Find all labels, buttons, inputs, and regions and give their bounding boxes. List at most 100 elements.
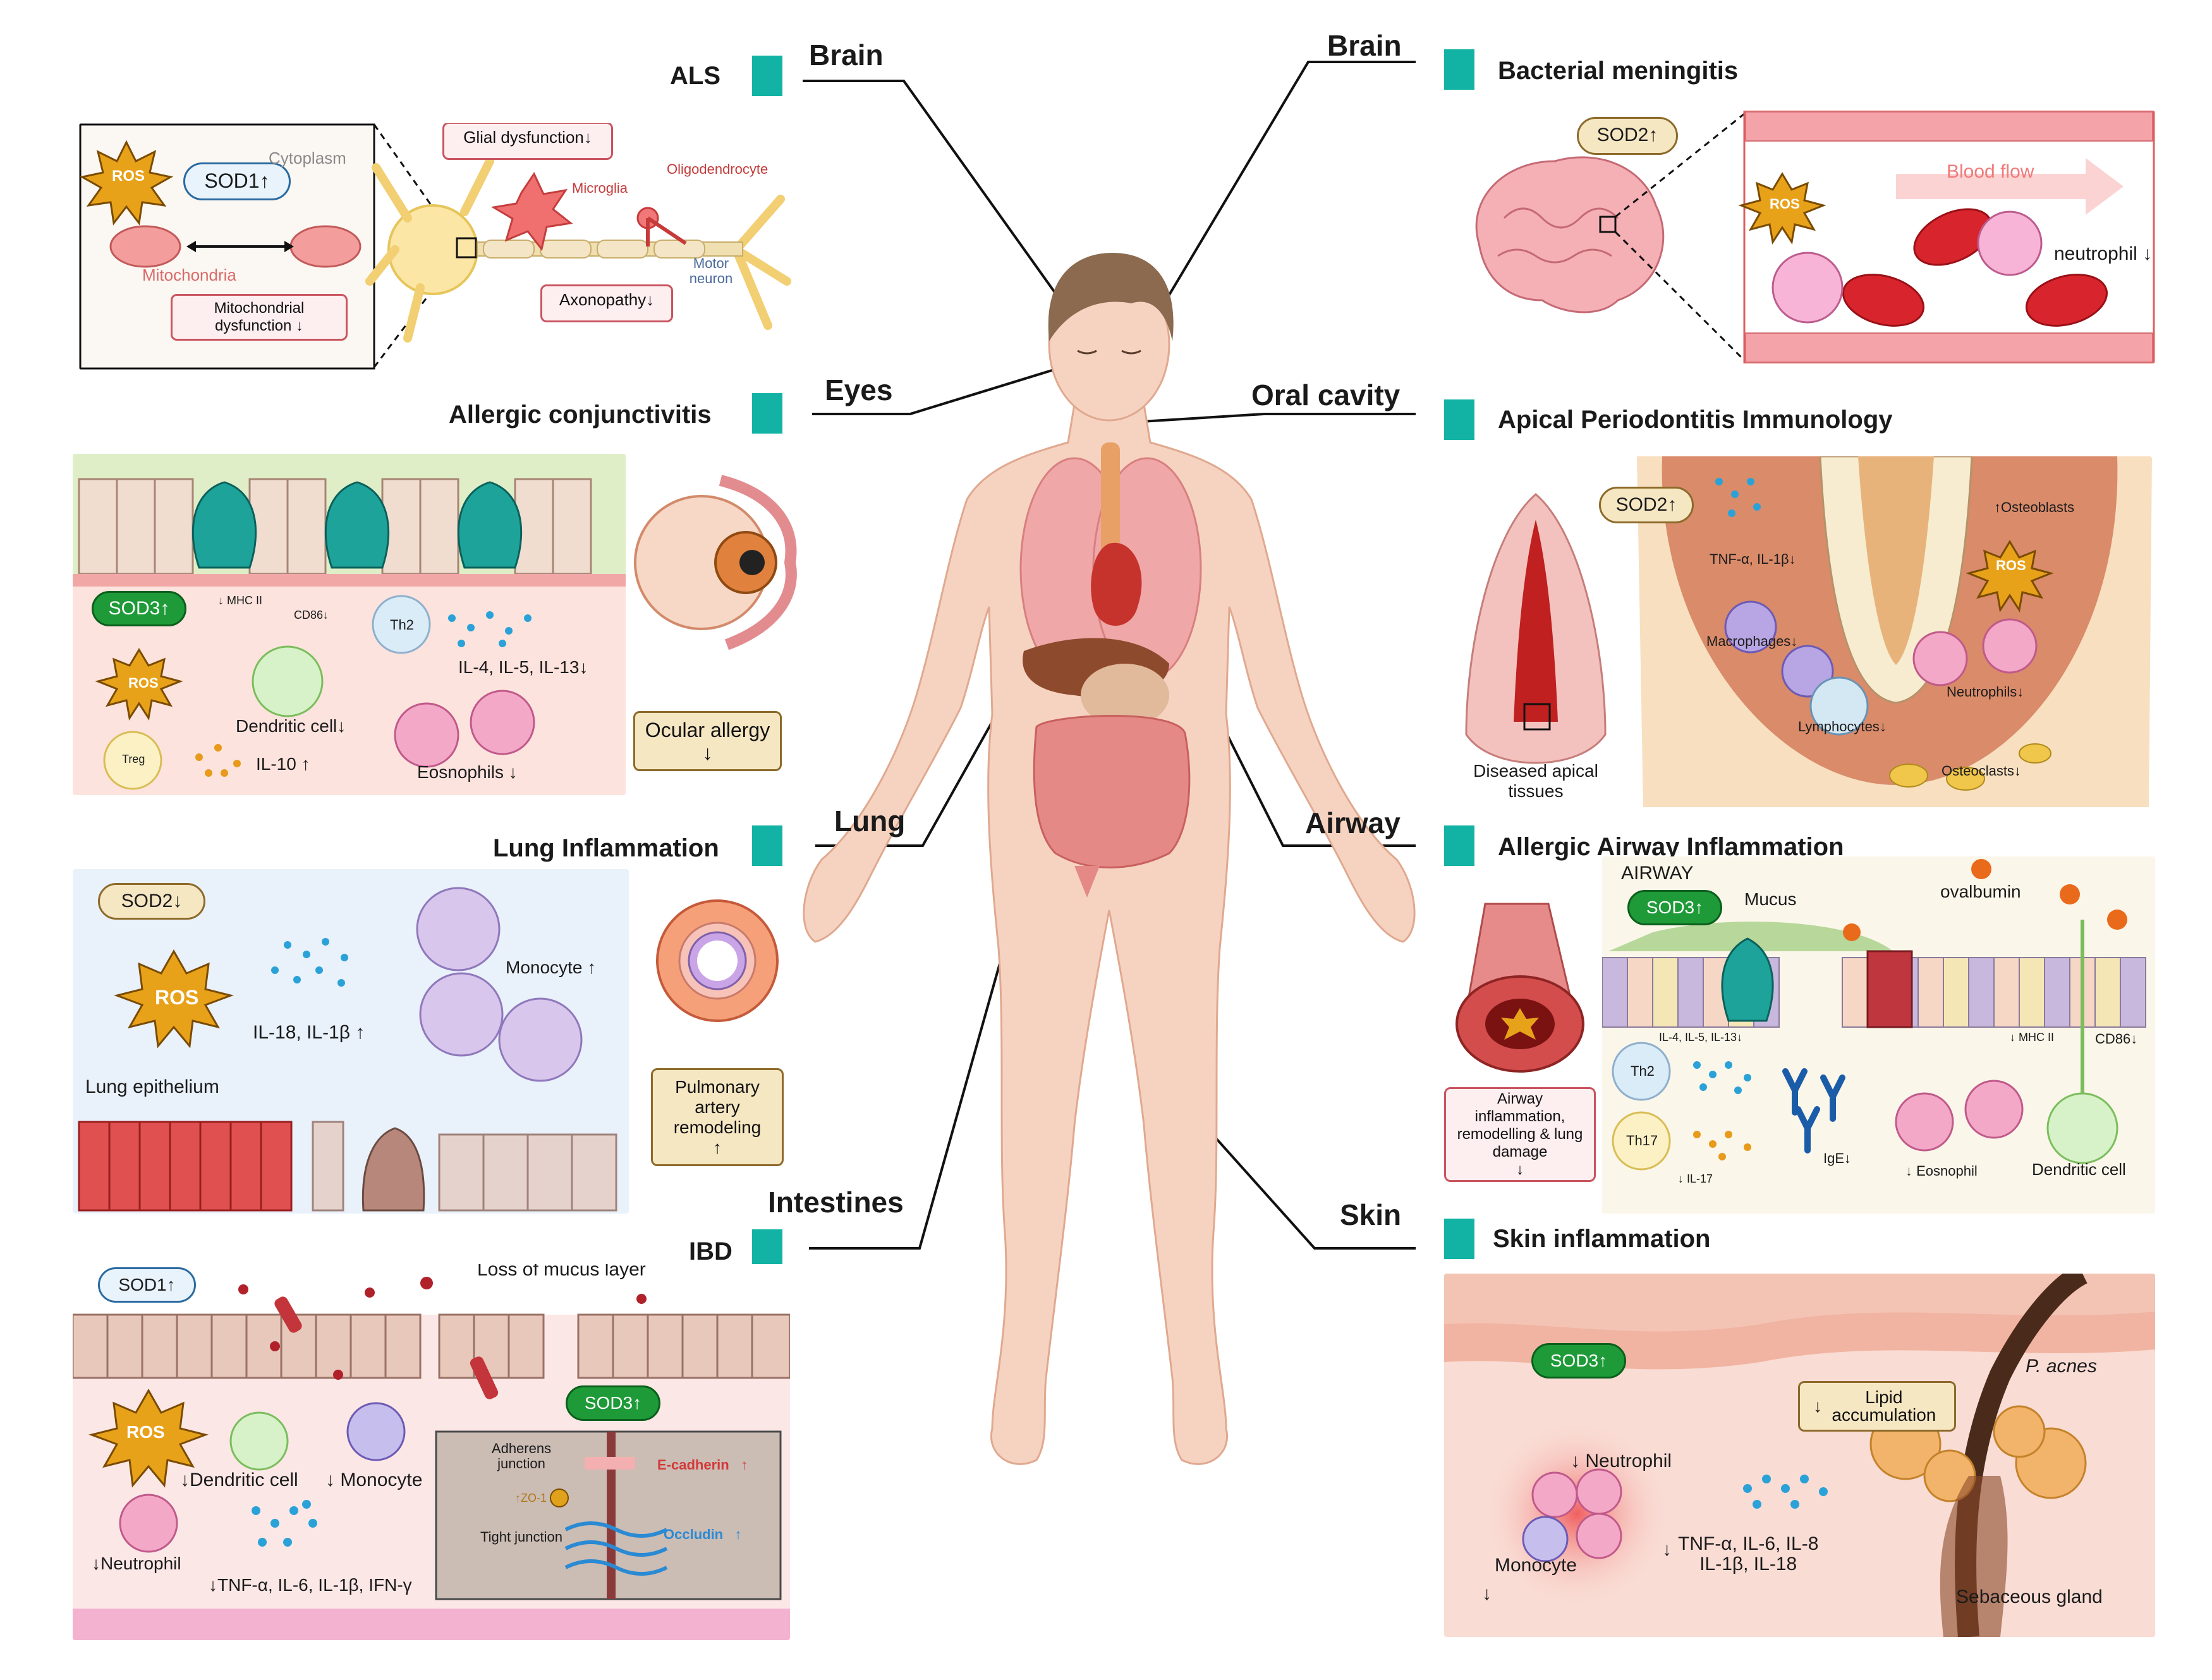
conj-dendritic: Dendritic cell↓ [236,716,346,736]
eye-illustration [634,475,797,650]
als-ros: ROS [112,167,145,185]
ibd-sod: SOD1 [118,1275,167,1294]
airway-sod: SOD3 [1646,898,1695,917]
conj-cd86: CD86↓ [294,609,329,622]
panel-airway: AIRWAY SOD3↑ Mucus ovalbumin IL-4, IL-5,… [1602,856,2155,1214]
lung-sod-pill: SOD2↓ [98,883,205,920]
line-skin [1177,1095,1416,1250]
meningitis-ros: ROS [1770,196,1800,212]
skin-neutrophil-text: Neutrophil [1585,1451,1672,1471]
ibd-sod-pill: SOD1↑ [98,1267,196,1303]
perio-diseased: Diseased apical tissues [1473,761,1598,801]
title-conjunctivitis: Allergic conjunctivitis [449,401,712,429]
airway-ige-text: IgE [1823,1150,1845,1166]
arrow-up: ↑ [1994,499,2001,515]
perio-sod: SOD2 [1615,494,1668,515]
airway-airway-label: AIRWAY [1621,863,1694,884]
title-airway-panel: Allergic Airway Inflammation [1498,833,1844,861]
conj-cytokines: IL-4, IL-5, IL-13↓ [458,657,588,678]
arrow-up: ↑ [734,1526,742,1542]
arrow-up: ↑ [1694,898,1704,917]
lung-cytokines-text: IL-18, IL-1β [253,1022,350,1043]
conj-sod: SOD3 [108,598,161,619]
ibd-sod3-pill: SOD3↑ [566,1385,660,1421]
als-sod-pill: SOD1↑ [183,162,291,200]
title-als: ALS [670,62,720,90]
airway-cytokines-text: IL-4, IL-5, IL-13 [1659,1031,1737,1044]
perio-osteoclasts-text: Osteoclasts [1942,763,2014,779]
marker-als [752,56,782,96]
ibd-cytokines: ↓TNF-α, IL-6, IL-1β, IFN-γ [209,1575,412,1595]
arrow-down: ↓ [1844,1150,1852,1166]
title-lung: Lung Inflammation [493,834,719,862]
arrow-up: ↑ [166,1275,176,1294]
arrow-down: ↓ [702,741,713,764]
airway-ovalbumin: ovalbumin [1940,882,2021,901]
conj-dendritic-text: Dendritic cell [236,716,337,736]
line-brain-right [1155,61,1416,317]
pulmonary-box: Pulmonary artery remodeling↑ [651,1068,784,1166]
marker-periodontitis [1444,399,1474,440]
line-brain-left [803,80,1066,308]
lung-ros: ROS [155,986,199,1009]
airway-cytokines: IL-4, IL-5, IL-13↓ [1659,1031,1742,1044]
panel-lung: SOD2↓ ROS IL-18, IL-1β ↑ Monocyte ↑ Lung… [73,869,629,1214]
skin-cyto-arrow: ↓ [1662,1539,1672,1560]
conj-eosinophils-text: Eosnophils [417,762,504,782]
pulmonary-text: Pulmonary artery remodeling [673,1076,762,1137]
title-periodontitis: Apical Periodontitis Immunology [1498,406,1893,434]
panel-meningitis: SOD2↑ ROS Blood flow neutrophil ↓ [1454,111,2155,363]
region-airway: Airway [1305,807,1401,839]
arrow-down: ↓ [92,1554,100,1573]
ibd-cytokines-text: TNF-α, IL-6, IL-1β, IFN-γ [217,1575,412,1595]
meningitis-neutrophil-text: neutrophil [2054,243,2137,264]
arrow-down: ↓ [1516,1161,1524,1178]
arrow-down: ↓ [2014,763,2021,779]
arrow-down: ↓ [173,891,183,911]
arrow-up: ↑ [1598,1351,1608,1370]
perio-macrophages: Macrophages↓ [1706,633,1797,650]
meningitis-neutrophil: neutrophil ↓ [2054,243,2152,265]
conj-il10: IL-10 ↑ [256,754,310,774]
ocular-allergy: Ocular allergy [645,718,770,741]
als-microglia: Microglia [572,180,628,196]
arrow-up: ↑ [633,1393,642,1413]
arrow-up: ↑ [587,958,597,977]
airway-th17: Th17 [1626,1133,1658,1148]
organs [1019,442,1202,898]
arrow-up: ↑ [355,1022,365,1043]
line-eyes [812,362,1075,415]
airway-th2: Th2 [1631,1063,1655,1079]
region-eyes: Eyes [825,374,893,406]
ibd-mucus-loss: Loss of mucus layer [477,1264,646,1280]
region-oral-cavity: Oral cavity [1251,379,1401,411]
skin-pacnes: P. acnes [2026,1356,2097,1377]
ibd-ecadherin-text: E-cadherin [657,1457,729,1473]
region-brain-left: Brain [809,39,884,71]
airway-eosinophil: ↓ Eosnophil [1905,1163,1978,1179]
airway-sod-pill: SOD3↑ [1627,890,1722,925]
title-ibd: IBD [689,1238,732,1265]
skin-lipid-box: ↓ Lipid accumulation [1798,1381,1956,1432]
ibd-occludin: Occludin ↑ [664,1526,741,1543]
lung-cytokines: IL-18, IL-1β ↑ [253,1022,365,1044]
arrow-up: ↑ [1667,494,1677,515]
arrow-down: ↓ [579,657,588,677]
ibd-dendritic: ↓Dendritic cell [180,1470,298,1491]
arrow-up: ↑ [259,169,270,192]
title-meningitis: Bacterial meningitis [1498,57,1739,85]
ibd-monocyte-text: Monocyte [340,1470,423,1490]
arrow-down: ↓ [646,290,655,309]
als-mitochondria: Mitochondria [142,265,236,284]
panel-periodontitis: SOD2↑ TNF-α, IL-1β↓ ↑Osteoblasts ROS Mac… [1454,456,2152,807]
perio-sod-pill: SOD2↑ [1599,487,1694,523]
ibd-occludin-text: Occludin [664,1526,724,1542]
panel-conjunctivitis: SOD3↑ ↓ MHC II CD86↓ Th2 ROS IL-4, IL-5,… [73,454,626,795]
airway-cd86: CD86↓ [2095,1031,2137,1047]
lung-epithelium: Lung epithelium [85,1076,219,1097]
airway-mhc-text: MHC II [2019,1031,2055,1044]
ibd-dendritic-text: Dendritic cell [190,1470,298,1490]
airway-damage: Airway inflammation, remodelling & lung … [1457,1090,1583,1160]
hair [1048,253,1174,341]
